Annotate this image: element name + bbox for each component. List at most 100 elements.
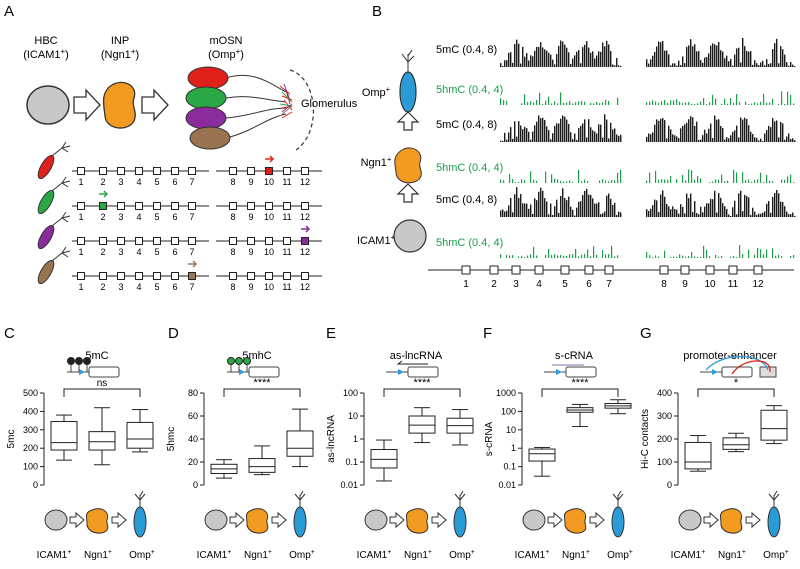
track-bar-5mc bbox=[620, 66, 622, 67]
track-bar-5mc bbox=[592, 130, 594, 142]
gene-number: 12 bbox=[300, 212, 310, 222]
track-bar-5hmc bbox=[554, 254, 556, 258]
box bbox=[722, 437, 750, 450]
hbc-cell-icon bbox=[26, 85, 70, 125]
x-category-label: ICAM1+ bbox=[37, 549, 72, 561]
track-bar-5mc bbox=[754, 60, 756, 67]
track-bar-5mc bbox=[662, 190, 664, 217]
track-bar-5hmc bbox=[670, 256, 672, 258]
gene-number: 2 bbox=[100, 177, 105, 187]
olfr-gene-box bbox=[301, 272, 309, 280]
gene-number: 3 bbox=[118, 247, 123, 257]
track-bar-5mc bbox=[560, 40, 562, 67]
track-bar-5mc bbox=[536, 46, 538, 67]
track-bar-5hmc bbox=[527, 255, 529, 258]
track-bar-5hmc bbox=[521, 255, 523, 258]
track-bar-5mc bbox=[774, 121, 776, 142]
olfr-gene-box bbox=[99, 202, 107, 210]
track-label-5mc: 5mC (0.4, 8) bbox=[436, 119, 497, 131]
track-bar-5mc bbox=[544, 119, 546, 142]
y-axis-label: 5hmc bbox=[166, 427, 177, 451]
track-bar-5hmc bbox=[691, 170, 693, 183]
box bbox=[370, 448, 398, 469]
track-bar-5mc bbox=[774, 192, 776, 217]
methyl-lollipop-icon bbox=[67, 357, 75, 365]
track-bar-5hmc bbox=[503, 180, 505, 183]
track-bar-5hmc bbox=[611, 245, 613, 258]
y-axis-label: 5mc bbox=[6, 430, 17, 449]
y-tick-label: 500 bbox=[23, 388, 38, 398]
track-bar-5mc bbox=[552, 59, 554, 67]
lineage-arrow-icon bbox=[589, 511, 605, 529]
track-bar-5hmc bbox=[605, 180, 607, 183]
track-bar-5mc bbox=[672, 134, 674, 142]
gene-number: 4 bbox=[136, 282, 141, 292]
gene-number: 5 bbox=[562, 279, 568, 290]
track-bar-5mc bbox=[714, 190, 716, 217]
x-category-label: Ngn1+ bbox=[718, 549, 746, 561]
track-bar-5mc bbox=[596, 203, 598, 217]
track-bar-5mc bbox=[750, 51, 752, 67]
panel-title: promoter-enhancer bbox=[683, 350, 777, 362]
track-bar-5hmc bbox=[590, 256, 592, 258]
track-bar-5hmc bbox=[712, 94, 714, 105]
track-bar-5mc bbox=[572, 58, 574, 67]
y-tick-label: 0 bbox=[667, 480, 672, 490]
track-bar-5mc bbox=[596, 55, 598, 67]
track-bar-5mc bbox=[726, 137, 728, 142]
track-bar-5mc bbox=[698, 139, 700, 142]
track-bar-5mc bbox=[666, 203, 668, 217]
track-bar-5mc bbox=[656, 119, 658, 142]
panel-title: 5mC bbox=[85, 350, 108, 362]
track-bar-5mc bbox=[748, 125, 750, 142]
track-bar-5mc bbox=[550, 139, 552, 142]
track-bar-5hmc bbox=[727, 103, 729, 105]
track-bar-5mc bbox=[764, 133, 766, 142]
track-bar-5hmc bbox=[748, 104, 750, 105]
track-bar-5mc bbox=[514, 194, 516, 217]
gene-number: 2 bbox=[491, 279, 497, 290]
track-bar-5hmc bbox=[694, 179, 696, 183]
track-bar-5mc bbox=[656, 46, 658, 67]
track-bar-5mc bbox=[738, 137, 740, 142]
track-bar-5hmc bbox=[757, 247, 759, 258]
y-axis-label: as-lncRNA bbox=[326, 415, 337, 463]
track-bar-5mc bbox=[658, 120, 660, 142]
track-bar-5mc bbox=[794, 66, 796, 67]
significance-bracket bbox=[697, 388, 775, 397]
track-bar-5hmc bbox=[536, 99, 538, 105]
track-bar-5mc bbox=[580, 201, 582, 217]
track-bar-5mc bbox=[720, 197, 722, 217]
track-bar-5hmc bbox=[512, 255, 514, 258]
track-bar-5hmc bbox=[566, 102, 568, 105]
track-bar-5mc bbox=[790, 138, 792, 142]
track-bar-5mc bbox=[660, 118, 662, 142]
y-axis-label: s-cRNA bbox=[484, 421, 495, 456]
track-bar-5hmc bbox=[757, 103, 759, 105]
ngn1-cell-icon bbox=[563, 508, 587, 534]
methyl-lollipop-icon bbox=[83, 357, 91, 365]
contact-arc bbox=[705, 355, 769, 371]
omp-neuron-icon bbox=[611, 506, 625, 538]
track-bar-5mc bbox=[540, 118, 542, 142]
track-bar-5mc bbox=[750, 215, 752, 217]
track-bar-5mc bbox=[562, 115, 564, 142]
track-bar-5mc bbox=[782, 202, 784, 217]
track-bar-5hmc bbox=[661, 179, 663, 183]
track-bar-5mc bbox=[608, 193, 610, 217]
track-bar-5mc bbox=[746, 118, 748, 142]
track-bar-5mc bbox=[710, 123, 712, 142]
track-bar-5mc bbox=[704, 57, 706, 67]
track-bar-5hmc bbox=[560, 92, 562, 105]
dendrite-icon bbox=[51, 141, 71, 157]
track-bar-5mc bbox=[732, 131, 734, 142]
olfr-gene-box bbox=[99, 237, 107, 245]
track-bar-5hmc bbox=[769, 180, 771, 183]
olfr-gene-box bbox=[117, 202, 125, 210]
track-bar-5hmc bbox=[700, 256, 702, 258]
track-bar-5hmc bbox=[703, 98, 705, 105]
track-bar-5mc bbox=[612, 64, 614, 67]
track-bar-5mc bbox=[758, 140, 760, 142]
hbc-marker: (ICAM1+) bbox=[23, 47, 69, 61]
track-bar-5mc bbox=[772, 118, 774, 142]
